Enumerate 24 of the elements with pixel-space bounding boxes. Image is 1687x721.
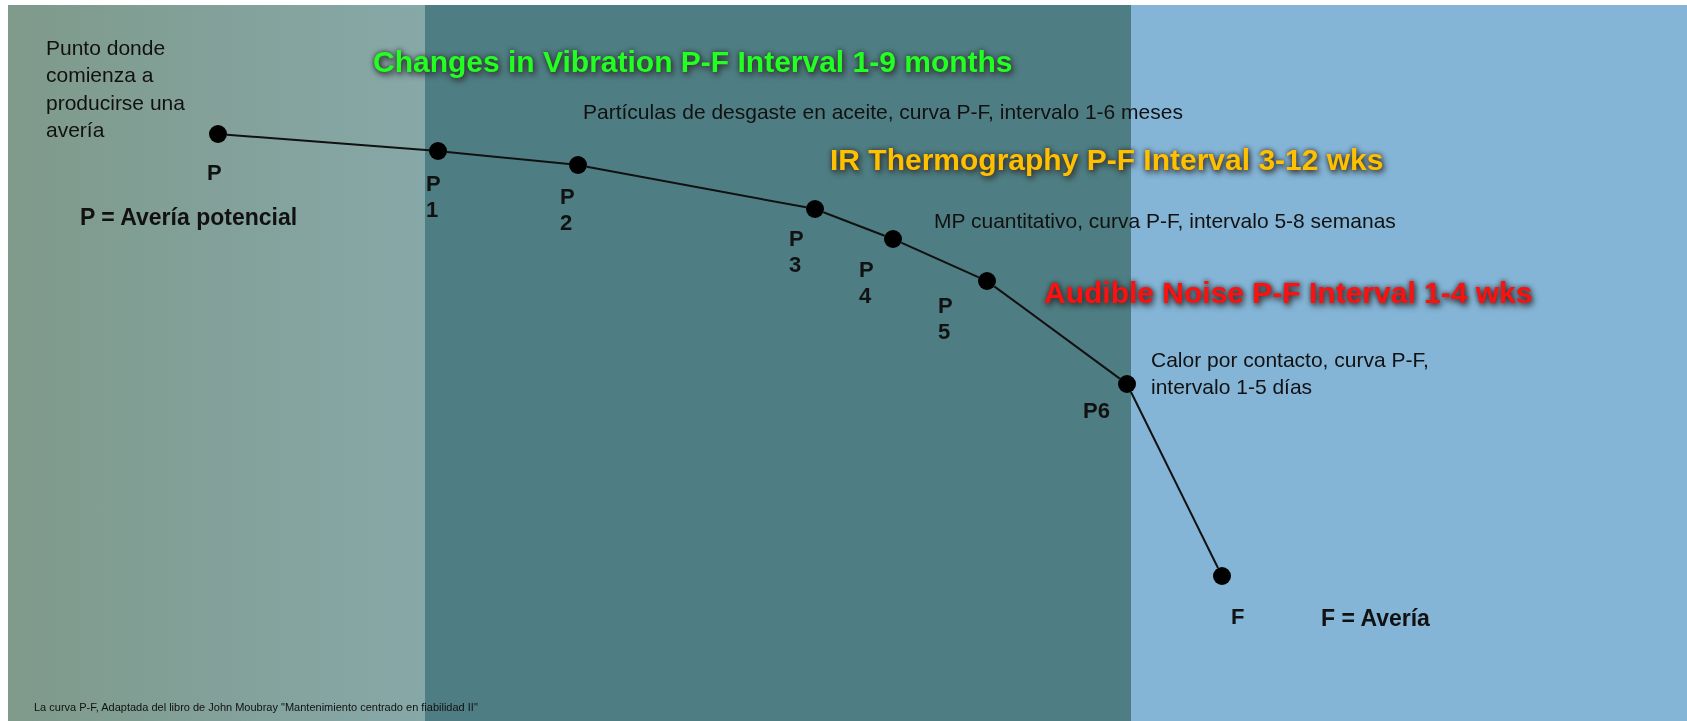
curve-segment	[900, 241, 980, 279]
definition: P = Avería potencial	[80, 203, 298, 232]
caption: La curva P-F, Adaptada del libro de John Moubray "Mantenimiento centrado en fiabilidad II"	[34, 700, 478, 715]
curve-segment	[822, 211, 886, 237]
point-label: P 4	[859, 257, 875, 310]
point-label: P 2	[560, 184, 576, 237]
curve-segment	[993, 285, 1121, 380]
definition: F = Avería	[1321, 604, 1430, 633]
point-label: P	[207, 160, 222, 187]
point-label: P 3	[789, 226, 805, 279]
point-label: P6	[1083, 398, 1110, 425]
point-label: F	[1231, 604, 1245, 631]
interval-heading: IR Thermography P-F Interval 3-12 wks	[830, 142, 1384, 178]
curve-segment	[445, 150, 571, 166]
point-label: P 1	[426, 171, 442, 224]
interval-heading: Changes in Vibration P-F Interval 1-9 months	[373, 44, 1013, 80]
note: Calor por contacto, curva P-F, intervalo 1-5 días	[1151, 347, 1430, 401]
interval-heading: Audible Noise P-F Interval 1-4 wks	[1044, 275, 1533, 311]
curve-segment	[225, 133, 431, 152]
note: Punto donde comienza a producirse una avería	[46, 35, 186, 143]
point-label: P 5	[938, 293, 954, 346]
curve-segment	[1130, 391, 1219, 569]
note: Partículas de desgaste en aceite, curva P-F, intervalo 1-6 meses	[583, 99, 1183, 125]
curve-segment	[585, 165, 808, 209]
